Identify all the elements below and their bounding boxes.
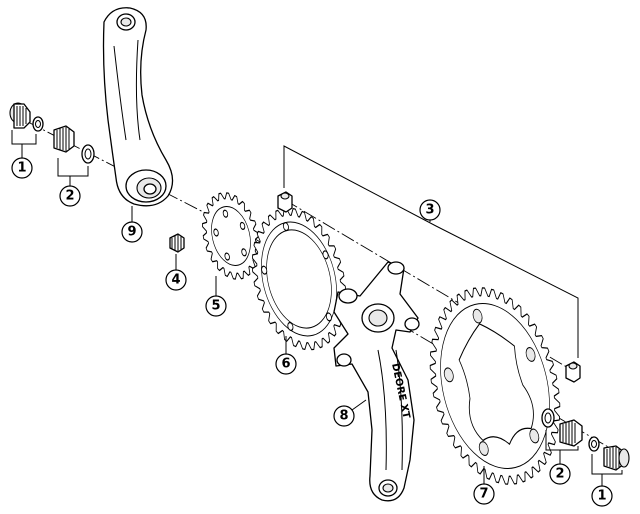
callout-3: 3 — [419, 199, 441, 221]
middle-chainring — [252, 207, 346, 351]
svg-text:1: 1 — [17, 161, 26, 176]
right-crank-arm: DEORE XT — [333, 261, 420, 502]
callout-6: 6 — [275, 353, 297, 375]
svg-text:2: 2 — [555, 467, 564, 482]
callout-1-right: 1 — [591, 485, 613, 507]
svg-text:6: 6 — [281, 357, 290, 372]
svg-text:5: 5 — [211, 299, 220, 314]
svg-text:9: 9 — [127, 225, 136, 240]
svg-text:7: 7 — [479, 487, 488, 502]
callout-9: 9 — [121, 221, 143, 243]
left-crank-cap — [9, 102, 44, 132]
left-adjuster-nut — [53, 125, 95, 164]
right-crank-cap — [588, 436, 630, 471]
leader-lines — [11, 130, 623, 486]
small-chainring — [202, 192, 260, 280]
callout-1-left: 1 — [11, 157, 33, 179]
svg-text:1: 1 — [597, 489, 606, 504]
callout-2-left: 2 — [59, 185, 81, 207]
bolt-axis-line — [284, 199, 576, 373]
callout-5: 5 — [205, 295, 227, 317]
svg-text:3: 3 — [425, 203, 434, 218]
svg-text:2: 2 — [65, 189, 74, 204]
right-adjuster-nut — [541, 408, 583, 447]
svg-text:8: 8 — [339, 409, 348, 424]
chainring-nut — [277, 191, 293, 213]
left-crank-arm — [102, 7, 174, 207]
chainring-bolt — [565, 361, 581, 383]
callout-2-right: 2 — [549, 463, 571, 485]
fixing-bolt — [169, 233, 185, 253]
svg-text:4: 4 — [171, 273, 180, 288]
callout-7: 7 — [473, 483, 495, 505]
callout-4: 4 — [165, 269, 187, 291]
large-chainring — [429, 287, 561, 485]
callout-8: 8 — [333, 405, 355, 427]
